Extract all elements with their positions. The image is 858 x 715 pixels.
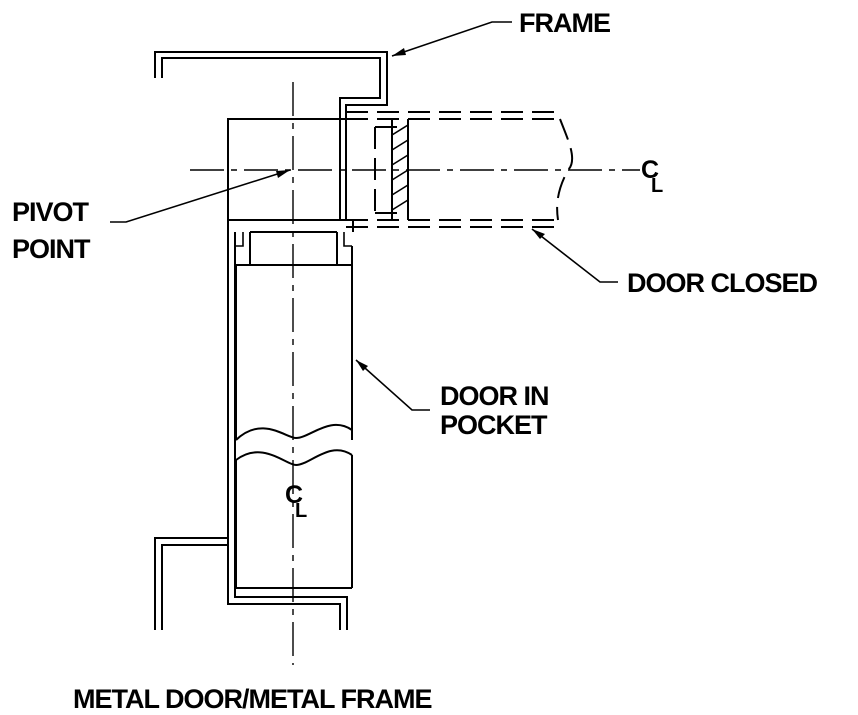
door-closed-leader	[531, 228, 618, 283]
frame-label: FRAME	[519, 8, 610, 38]
centerline-symbol-pocket-door: C L	[285, 481, 307, 522]
pivot-point-leader	[110, 169, 291, 223]
svg-text:C: C	[285, 481, 303, 509]
pivot-point-label-line2: POINT	[12, 234, 91, 264]
drawing-title: METAL DOOR/METAL FRAME	[73, 684, 431, 714]
door-in-pocket-label-line2: POCKET	[440, 410, 548, 440]
centerline-symbol-closed-door: C L	[641, 156, 663, 197]
pivot-point-label-line1: PIVOT	[12, 197, 90, 227]
door-in-pocket-leaf	[235, 231, 353, 589]
svg-text:L: L	[295, 500, 307, 522]
svg-text:L: L	[651, 175, 663, 197]
pocket-walls	[227, 219, 354, 585]
top-frame-profile	[154, 51, 388, 220]
door-closed-outline	[346, 111, 574, 228]
door-in-pocket-leader	[355, 359, 430, 411]
frame-leader	[391, 21, 512, 57]
door-closed-label: DOOR CLOSED	[627, 268, 818, 298]
svg-text:C: C	[641, 156, 659, 184]
bottom-frame-profile	[154, 537, 348, 630]
door-in-pocket-label-line1: DOOR IN	[440, 381, 549, 411]
